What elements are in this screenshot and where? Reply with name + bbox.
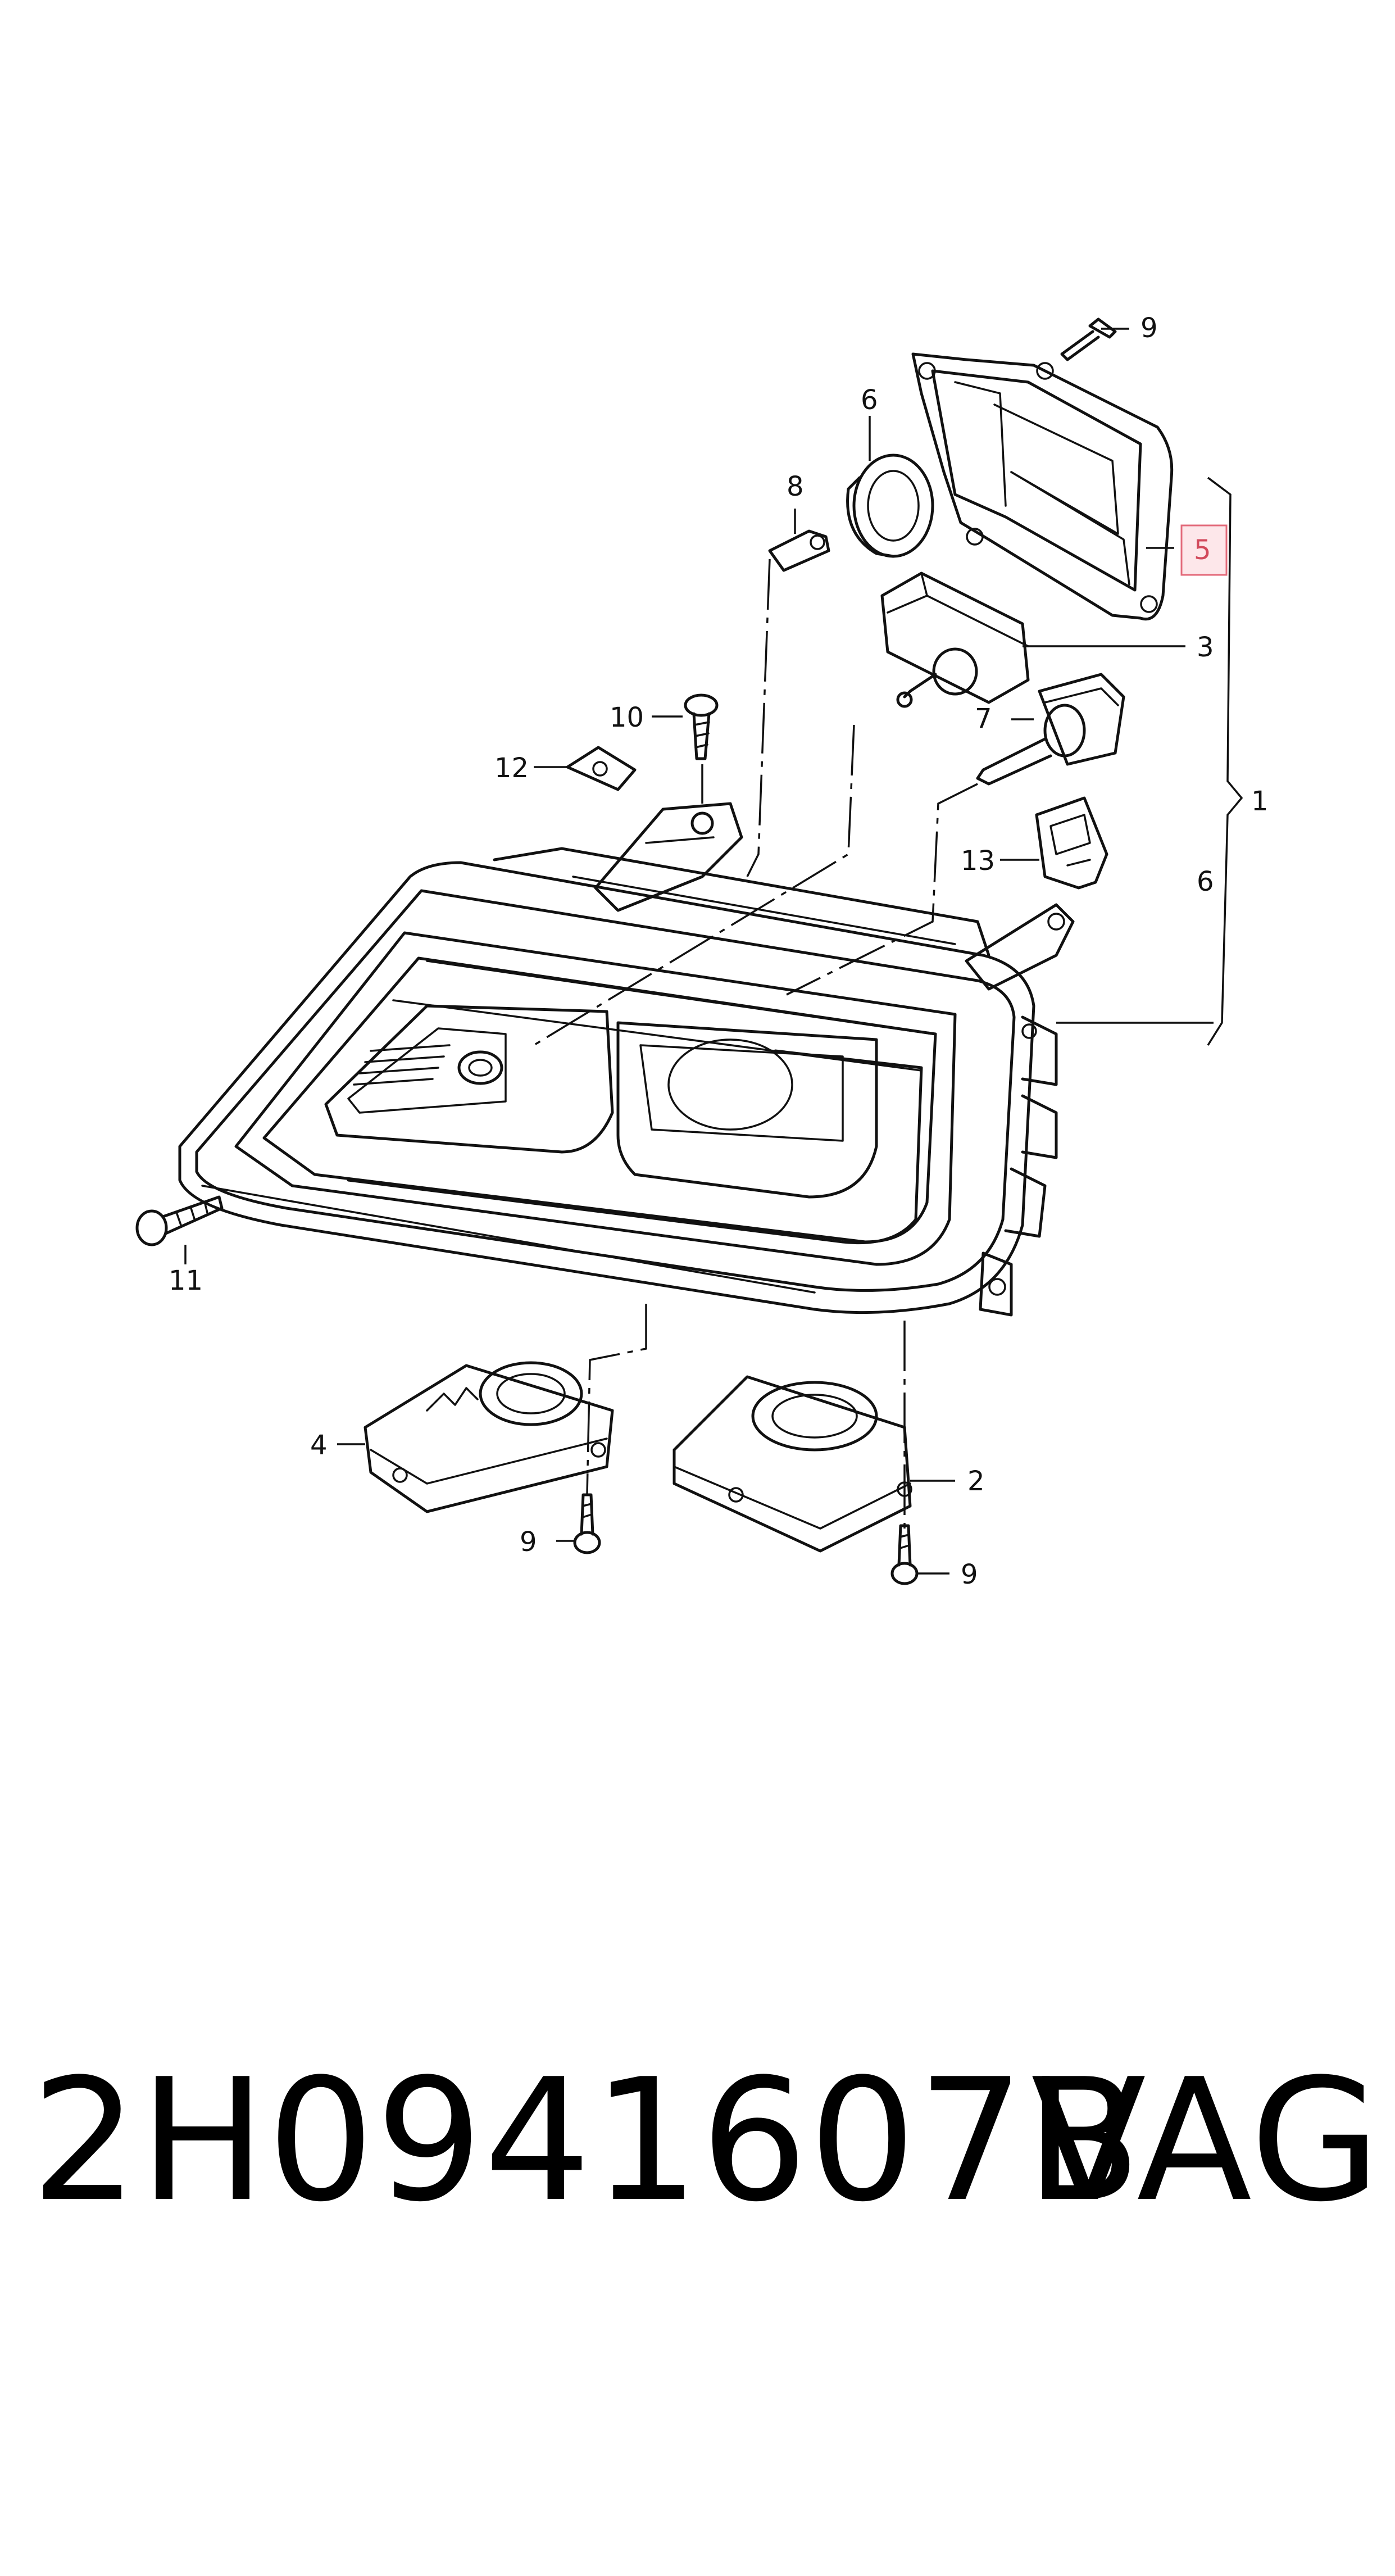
led-strip [353, 1044, 451, 1086]
part-5-rear-cover [911, 352, 1174, 620]
callout-2: 2 [967, 1466, 985, 1497]
callout-11: 11 [169, 1265, 203, 1296]
callout-9-top: 9 [1140, 312, 1158, 344]
part-4-ballast [363, 1361, 614, 1513]
part-7-xenon-bulb [976, 673, 1125, 786]
callout-10: 10 [610, 702, 644, 733]
callout-3: 3 [1197, 632, 1214, 663]
callout-9-right: 9 [961, 1559, 978, 1590]
callout-8: 8 [787, 471, 804, 502]
assembly-lines [533, 559, 978, 1529]
headlight-housing [178, 802, 1075, 1317]
callout-5-highlight [1180, 524, 1228, 576]
callout-6-housing: 6 [1197, 866, 1214, 897]
part-caption: 2H0941607B VAG [31, 2043, 1382, 2239]
part-9-screw-top [1060, 318, 1117, 361]
part-10-screw [684, 693, 719, 760]
part-13-holder [1035, 796, 1108, 890]
callout-4: 4 [310, 1430, 328, 1461]
part-11-screw [135, 1195, 224, 1246]
part-8-bulb [768, 529, 830, 572]
callout-labels: 1 2 3 4 5 6 6 7 8 9 9 9 10 11 12 13 [169, 312, 1269, 1590]
callout-1: 1 [1251, 786, 1269, 817]
part-12-clip-nut [566, 746, 637, 791]
callout-6-ring: 6 [861, 384, 878, 416]
callout-12: 12 [494, 752, 529, 784]
part-9-screw-right [890, 1524, 919, 1585]
brand-name: VAG [1031, 2043, 1382, 2239]
part-number: 2H0941607B [31, 2043, 1143, 2239]
callout-9-left: 9 [520, 1526, 537, 1558]
part-6-retaining-ring [846, 453, 934, 558]
part-9-screw-left [573, 1493, 601, 1554]
callout-5: 5 [1194, 534, 1211, 566]
callout-leaders [184, 328, 1243, 1575]
part-3-actuator [880, 572, 1030, 708]
callout-13: 13 [961, 845, 995, 877]
exploded-parts-diagram: 1 2 3 4 5 6 6 7 8 9 9 9 10 11 12 13 [135, 312, 1269, 1590]
callout-7: 7 [975, 703, 992, 734]
part-2-ballast [672, 1375, 912, 1553]
